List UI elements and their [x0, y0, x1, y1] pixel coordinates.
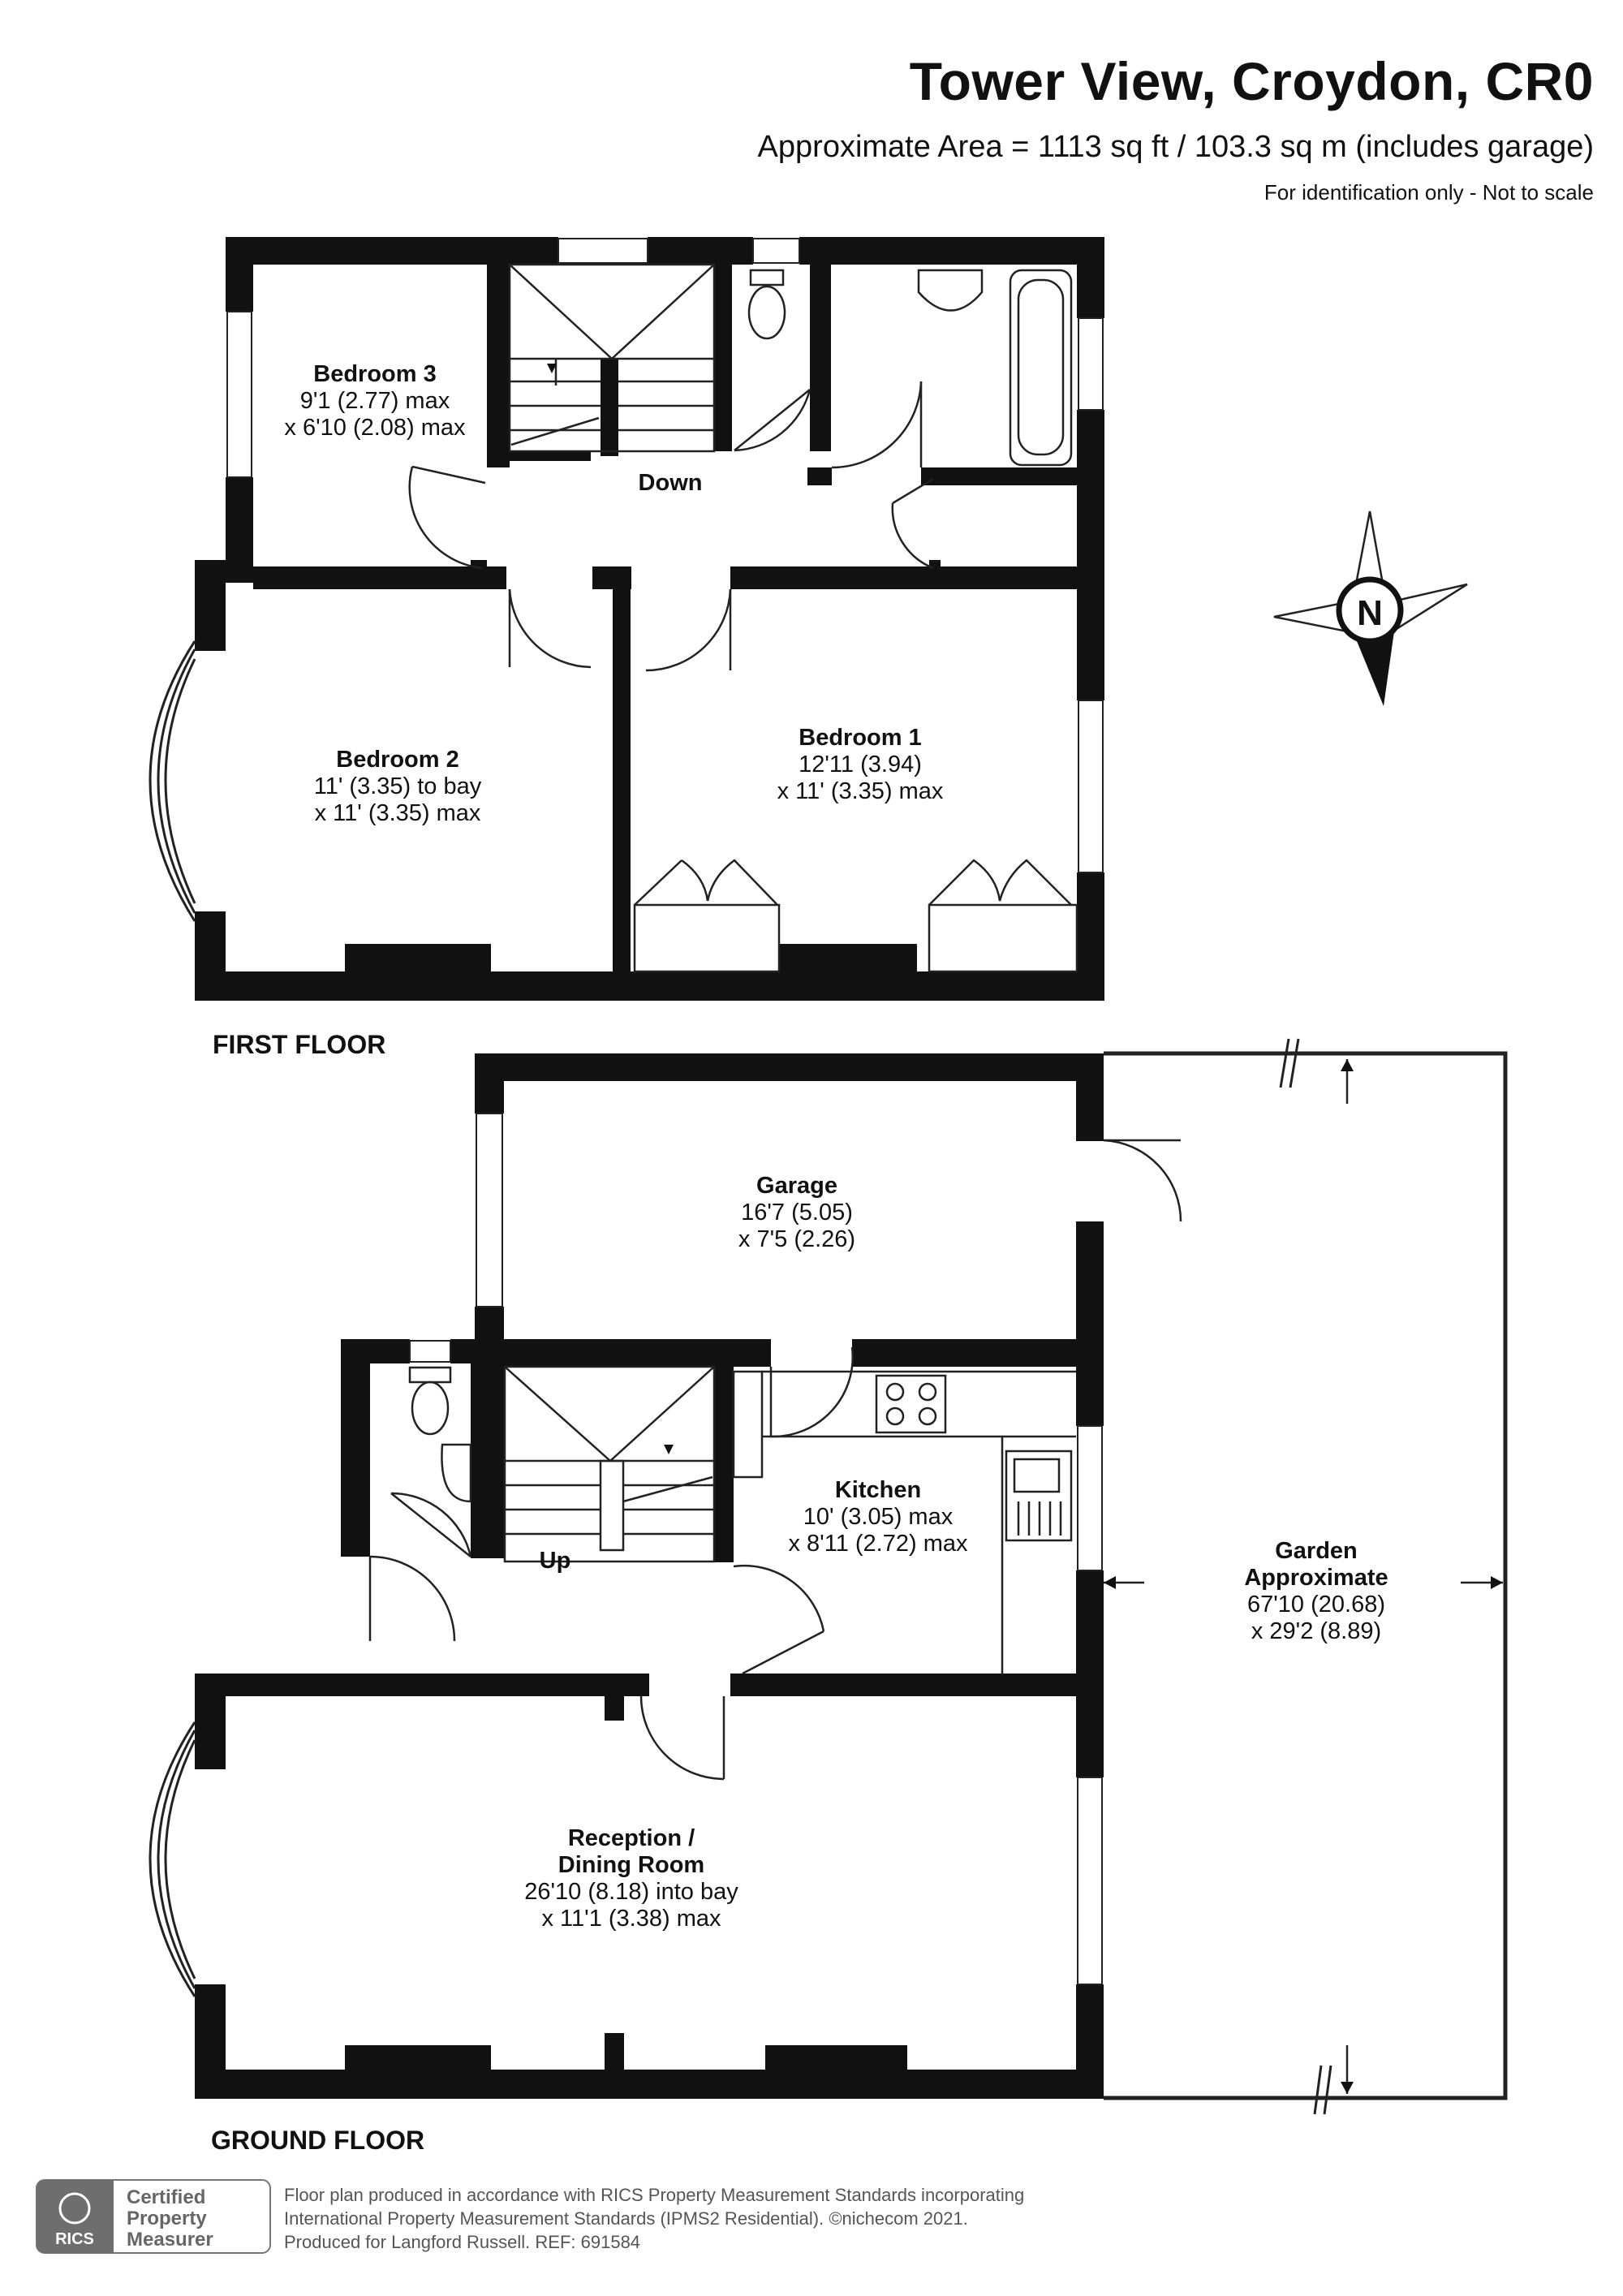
area-summary: Approximate Area = 1113 sq ft / 103.3 sq…: [757, 130, 1594, 164]
ground-floor-walls: [195, 1053, 1104, 2099]
rics-certified-badge: RICS Certified Property Measurer: [36, 2179, 271, 2254]
bedroom3-dim2: x 6'10 (2.08) max: [284, 415, 466, 441]
bedroom3-name: Bedroom 3: [313, 361, 436, 387]
scale-note: For identification only - Not to scale: [1264, 180, 1594, 205]
first-floor-label: FIRST FLOOR: [213, 1030, 385, 1059]
garden-dim1: 67'10 (20.68): [1247, 1592, 1385, 1618]
reception-dim1: 26'10 (8.18) into bay: [524, 1879, 738, 1905]
bedroom2-name: Bedroom 2: [336, 747, 458, 773]
dimension-arrowheads: [547, 364, 1503, 2094]
plan-title: Tower View, Croydon, CR0: [909, 51, 1594, 111]
ground-floor-label: GROUND FLOOR: [211, 2126, 424, 2155]
badge-line2: Property: [127, 2208, 207, 2229]
footer-notes: Floor plan produced in accordance with R…: [284, 2183, 1024, 2254]
kitchen-dim1: 10' (3.05) max: [803, 1504, 954, 1530]
footer-line1: Floor plan produced in accordance with R…: [284, 2185, 1025, 2205]
stairs-up-label: Up: [540, 1548, 571, 1574]
stairs-down-label: Down: [639, 470, 703, 496]
badge-line1: Certified: [127, 2186, 205, 2208]
garden-name-line1: Garden: [1275, 1538, 1358, 1564]
bedroom1-dim2: x 11' (3.35) max: [777, 778, 944, 804]
bedroom2-dim2: x 11' (3.35) max: [315, 800, 481, 826]
garage-dim1: 16'7 (5.05): [741, 1200, 853, 1226]
kitchen-name: Kitchen: [835, 1477, 921, 1503]
rics-crest-icon: [58, 2192, 91, 2225]
badge-line3: Measurer: [127, 2229, 213, 2251]
bedroom1-name: Bedroom 1: [799, 725, 921, 751]
kitchen-dim2: x 8'11 (2.72) max: [789, 1531, 968, 1557]
windows: [226, 238, 1104, 1985]
garage-dim2: x 7'5 (2.26): [738, 1226, 855, 1252]
fittings: [368, 263, 1508, 2115]
bedroom2-dim1: 11' (3.35) to bay: [314, 773, 482, 799]
badge-rics-text: RICS: [55, 2230, 94, 2248]
bedroom3-dim1: 9'1 (2.77) max: [300, 388, 450, 414]
footer-line2: International Property Measurement Stand…: [284, 2208, 968, 2229]
garden-dim2: x 29'2 (8.89): [1251, 1618, 1381, 1644]
bay-windows: [149, 640, 196, 1997]
footer-line3: Produced for Langford Russell. REF: 6915…: [284, 2232, 641, 2252]
reception-name-line2: Dining Room: [558, 1852, 704, 1878]
compass-rose-icon: N: [1273, 510, 1468, 706]
compass-n-label: N: [1357, 593, 1383, 633]
garage-name: Garage: [756, 1173, 837, 1199]
reception-name-line1: Reception /: [568, 1825, 695, 1851]
garden-name-line2: Approximate: [1244, 1565, 1388, 1591]
bedroom1-dim1: 12'11 (3.94): [799, 752, 922, 778]
first-floor-walls: [195, 237, 1104, 1001]
reception-dim2: x 11'1 (3.38) max: [542, 1906, 721, 1932]
